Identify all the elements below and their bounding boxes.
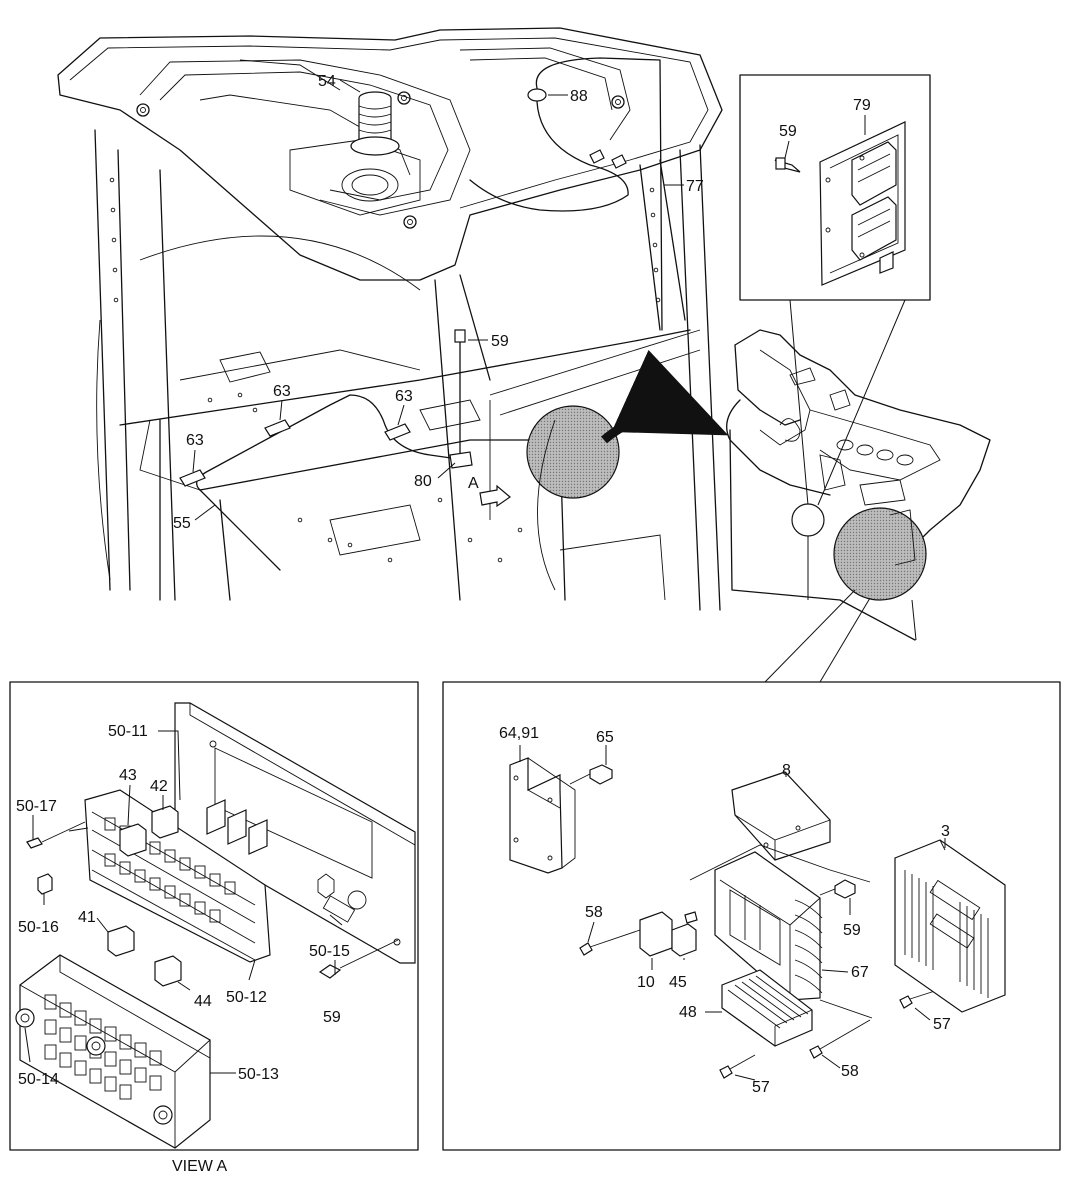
callout-45: 45	[669, 974, 687, 991]
callout-58-upper: 58	[585, 904, 603, 921]
cab-assembly	[57, 27, 729, 611]
view-a-panel	[9, 681, 419, 1151]
callout-view-a-arrow: A	[468, 475, 479, 492]
callout-79: 79	[853, 97, 871, 114]
callout-50-17: 50-17	[16, 798, 57, 815]
callout-50-11: 50-11	[108, 723, 148, 740]
callout-43: 43	[119, 767, 137, 784]
callout-77: 77	[686, 178, 704, 195]
callout-54: 54	[318, 73, 336, 90]
callout-10: 10	[637, 974, 655, 991]
callout-63-left: 63	[273, 383, 291, 400]
callout-50-12: 50-12	[226, 989, 267, 1006]
callout-8: 8	[782, 762, 791, 779]
callout-3: 3	[941, 823, 950, 840]
callout-57-right: 57	[933, 1016, 951, 1033]
callout-57-lower: 57	[752, 1079, 770, 1096]
callout-42: 42	[150, 778, 168, 795]
callout-65: 65	[596, 729, 614, 746]
callout-59-view-a: 59	[323, 1009, 341, 1026]
console-assembly	[726, 329, 991, 683]
callout-50-13: 50-13	[238, 1066, 279, 1083]
callout-80: 80	[414, 473, 432, 490]
callout-59-bracket: 59	[779, 123, 797, 140]
callout-50-16: 50-16	[18, 919, 59, 936]
callout-41: 41	[78, 909, 96, 926]
relay-bracket-detail	[739, 74, 931, 506]
callout-88: 88	[570, 88, 588, 105]
callout-59-cab: 59	[491, 333, 509, 350]
controller-panel	[442, 681, 1061, 1151]
callout-64-91: 64,91	[499, 725, 539, 742]
callout-55: 55	[173, 515, 191, 532]
callout-labels: 54 88 77 79 59 59 63 63 63 80 55 A 50-11…	[16, 73, 951, 1096]
callout-59-controller: 59	[843, 922, 861, 939]
callout-58-lower: 58	[841, 1063, 859, 1080]
callout-50-15: 50-15	[309, 943, 350, 960]
callout-63-lower: 63	[186, 432, 204, 449]
callout-44: 44	[194, 993, 212, 1010]
view-a-caption: VIEW A	[172, 1158, 227, 1175]
callout-63-mid: 63	[395, 388, 413, 405]
callout-48: 48	[679, 1004, 697, 1021]
callout-67: 67	[851, 964, 869, 981]
callout-50-14: 50-14	[18, 1071, 59, 1088]
